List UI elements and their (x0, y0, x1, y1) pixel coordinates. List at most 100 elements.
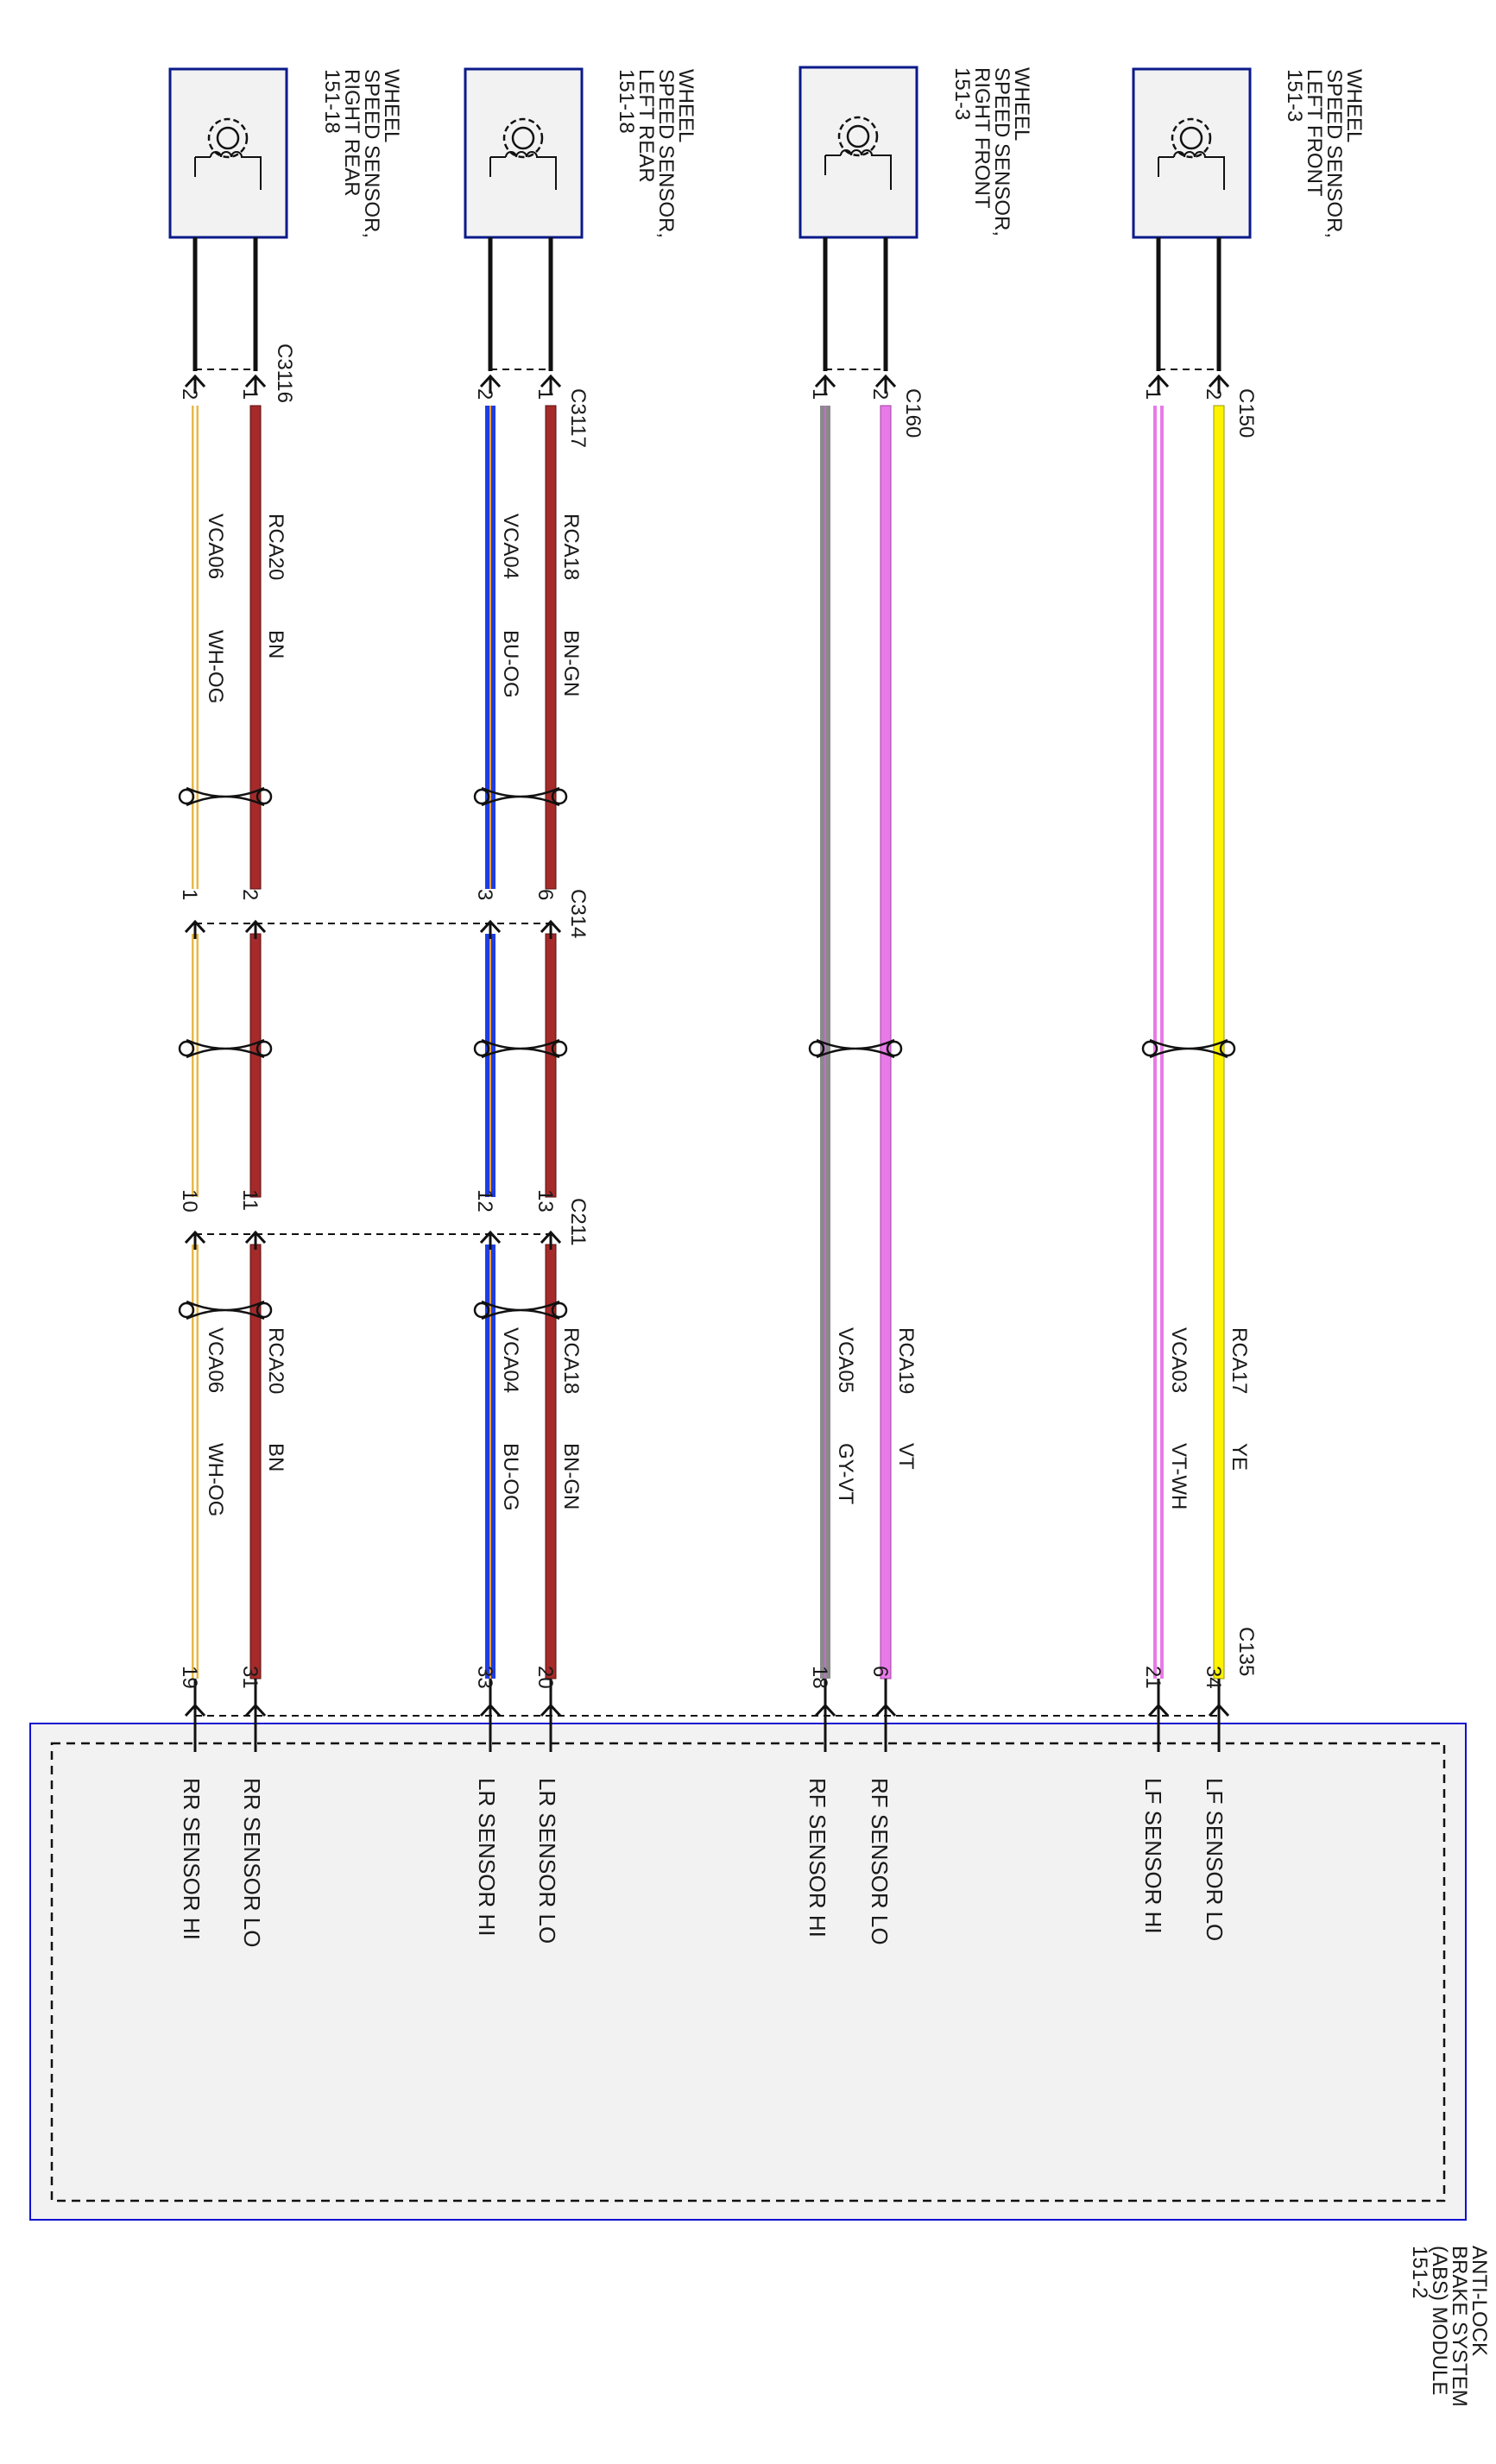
twisted-pair-icon (473, 1038, 568, 1059)
sensor-lf: WHEEL SPEED SENSOR, LEFT FRONT 151-3 (1132, 67, 1366, 239)
pin-lr-hi-sensor: 2 (473, 388, 496, 400)
twisted-pair-icon (178, 786, 273, 807)
gear-coil-icon (824, 116, 892, 190)
pin-rr-lo-module: 31 (238, 1666, 262, 1689)
twisted-pair-icon (808, 1038, 903, 1059)
twisted-pair-icon (178, 1300, 273, 1320)
wire-rr-lo (249, 405, 262, 1679)
circuit-rr-hi-lower: VCA06 (204, 1327, 227, 1393)
abs-module (29, 1723, 1467, 2221)
pin-lr-hi-c211: 12 (473, 1189, 496, 1213)
wire-lf-hi (1153, 406, 1164, 1679)
sensor-rr-line2: SPEED SENSOR, (360, 69, 383, 238)
pin-rr-lo-sensor: 1 (238, 388, 262, 400)
module-pin-labels: RR SENSOR HI RR SENSOR LO LR SENSOR HI L… (179, 1778, 1228, 1948)
sensor-lr: WHEEL SPEED SENSOR, LEFT REAR 151-18 (464, 67, 698, 239)
code-rr-hi-upper: WH-OG (204, 630, 227, 703)
circuit-rr-lo-lower: RCA20 (264, 1327, 287, 1394)
connector-pin-icon (540, 919, 562, 939)
connector-c314: C314 (566, 889, 590, 938)
circuit-rr-hi-upper: VCA06 (204, 514, 227, 579)
circuit-lf-lo: RCA17 (1228, 1327, 1251, 1394)
sensor-lf-line2: SPEED SENSOR, (1322, 69, 1346, 238)
connector-pin-icon (184, 1230, 206, 1250)
module-label-rr-hi: RR SENSOR HI (179, 1778, 205, 1940)
sensor-lf-line3: LEFT FRONT (1303, 69, 1326, 197)
gear-coil-icon (1158, 117, 1225, 190)
pin-rr-hi-c211: 10 (178, 1189, 201, 1213)
connector-pin-icon (540, 374, 562, 394)
sensor-rf-line4: 151-3 (950, 67, 974, 120)
connector-pin-icon (1147, 374, 1170, 394)
code-lr-lo-upper: BN-GN (559, 630, 583, 696)
twisted-pair-icon (1141, 1038, 1236, 1059)
twisted-pair-icon (473, 786, 568, 807)
gear-coil-icon (489, 117, 557, 190)
module-title-line1: ANTI-LOCK (1468, 2246, 1491, 2356)
connector-pin-icon (479, 919, 502, 939)
connector-names: C3116 C3117 C160 C150 C314 C211 C135 (273, 343, 1258, 1676)
sensor-rr-line1: WHEEL (380, 69, 403, 142)
code-rr-hi-lower: WH-OG (204, 1443, 227, 1516)
module-label-rf-lo: RF SENSOR LO (867, 1778, 893, 1945)
code-rf-hi: GY-VT (834, 1443, 857, 1504)
pin-rr-hi-sensor: 2 (178, 388, 201, 400)
wire-rr-hi (192, 406, 199, 1679)
pin-lr-hi-c314: 3 (473, 889, 496, 900)
twisted-pair-icon (178, 1038, 273, 1059)
module-label-lr-lo: LR SENSOR LO (534, 1778, 560, 1944)
pin-lf-lo-sensor: 2 (1202, 388, 1225, 400)
sensor-lf-line4: 151-3 (1283, 69, 1306, 122)
code-rr-lo-lower: BN (264, 1443, 287, 1471)
connector-pin-icon (184, 374, 206, 394)
connector-pin-icon (540, 1230, 562, 1250)
code-lr-hi-lower: BU-OG (499, 1443, 522, 1511)
colored-wires (192, 405, 1225, 1679)
sensor-rf-line2: SPEED SENSOR, (990, 67, 1013, 236)
pin-numbers: 2 1 2 1 1 2 1 2 1 2 3 6 10 11 12 13 19 3… (178, 388, 1225, 1689)
connector-pin-icon (1208, 374, 1230, 394)
module-title-line4: 151-2 (1408, 2246, 1431, 2298)
connector-c3117: C3117 (566, 388, 590, 448)
pin-lr-hi-module: 33 (473, 1666, 496, 1689)
code-lf-hi: VT-WH (1167, 1443, 1190, 1509)
code-rf-lo: VT (894, 1443, 918, 1470)
pin-lr-lo-c314: 6 (533, 889, 557, 900)
connector-pin-icon (244, 919, 267, 939)
connector-c150: C150 (1234, 388, 1258, 438)
sensor-rf-line3: RIGHT FRONT (970, 67, 994, 209)
connector-pin-icon (479, 1230, 502, 1250)
pin-lf-lo-module: 34 (1202, 1666, 1225, 1689)
wire-rf-hi (820, 406, 830, 1679)
code-lr-lo-lower: BN-GN (559, 1443, 583, 1509)
sensor-rr-line3: RIGHT REAR (340, 69, 363, 197)
pin-lf-hi-sensor: 1 (1141, 388, 1165, 400)
circuit-lr-lo-upper: RCA18 (559, 514, 583, 580)
module-title: ANTI-LOCK BRAKE SYSTEM (ABS) MODULE 151-… (1408, 2246, 1491, 2407)
module-label-lf-hi: LF SENSOR HI (1140, 1778, 1166, 1934)
connector-pin-icon (874, 374, 897, 394)
connector-pin-icon (184, 919, 206, 939)
module-label-lf-lo: LF SENSOR LO (1202, 1778, 1228, 1941)
sensor-lr-line4: 151-18 (615, 69, 638, 134)
connector-c135: C135 (1234, 1627, 1258, 1676)
sensor-lr-line1: WHEEL (674, 69, 698, 142)
pin-rr-lo-c211: 11 (238, 1189, 262, 1211)
connector-c211: C211 (566, 1198, 590, 1246)
module-label-lr-hi: LR SENSOR HI (474, 1778, 500, 1937)
circuit-rf-hi: VCA05 (834, 1327, 857, 1393)
twisted-pair-icon (473, 1300, 568, 1320)
module-title-line3: (ABS) MODULE (1428, 2246, 1451, 2395)
circuit-rr-lo-upper: RCA20 (264, 514, 287, 580)
sensor-lf-line1: WHEEL (1342, 69, 1366, 142)
pin-rr-hi-module: 19 (178, 1666, 201, 1689)
code-lr-hi-upper: BU-OG (499, 630, 522, 698)
connector-pin-icon (814, 374, 836, 394)
sensor-lr-line2: SPEED SENSOR, (654, 69, 678, 238)
sensor-leads (193, 237, 1221, 371)
pin-rf-lo-sensor: 2 (868, 388, 892, 400)
circuit-labels: VCA06 WH-OG RCA20 BN VCA04 BU-OG RCA18 B… (204, 514, 1251, 1516)
pin-rr-lo-c314: 2 (238, 889, 262, 900)
twist-markers (178, 786, 1236, 1320)
